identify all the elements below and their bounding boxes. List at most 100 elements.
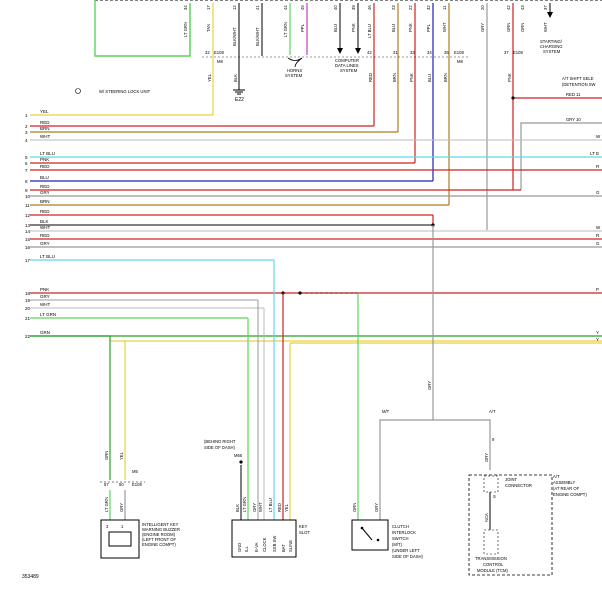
svg-text:CLUTCH: CLUTCH: [392, 524, 409, 529]
key-slot: (BEHIND RIGHT SIDE OF DASH) M65 BLK LT G…: [204, 439, 310, 558]
svg-text:BRN: BRN: [40, 199, 50, 204]
svg-text:GRY: GRY: [484, 453, 489, 462]
svg-text:BLK: BLK: [235, 504, 240, 512]
svg-text:INTERLOCK: INTERLOCK: [392, 530, 416, 535]
svg-text:W: W: [596, 225, 601, 230]
svg-text:57: 57: [104, 482, 109, 487]
svg-text:GRY: GRY: [480, 23, 485, 32]
computer-arrows-icon: [337, 48, 361, 54]
svg-text:22: 22: [25, 334, 31, 339]
computer-label-2: DATA LINES: [335, 63, 359, 68]
key-slot-box: [231, 519, 297, 558]
svg-text:42: 42: [367, 50, 372, 55]
svg-text:(AT REAR OF: (AT REAR OF: [553, 486, 580, 491]
svg-text:E108: E108: [513, 50, 523, 55]
svg-text:GRN: GRN: [520, 23, 525, 32]
svg-text:GRN: GRN: [40, 330, 50, 335]
svg-text:3: 3: [106, 524, 109, 529]
svg-text:CONTROL: CONTROL: [483, 562, 504, 567]
at-shift-pin-red: RED 11: [566, 92, 581, 97]
svg-text:R: R: [596, 233, 600, 238]
svg-text:BLK: BLK: [40, 219, 49, 224]
svg-text:LT GRN: LT GRN: [183, 22, 188, 37]
svg-text:10: 10: [25, 194, 31, 199]
svg-text:BLU: BLU: [427, 74, 432, 82]
svg-text:WARNING BUZZER: WARNING BUZZER: [142, 527, 180, 532]
svg-text:M8: M8: [217, 59, 223, 64]
top-wire-stubs: [189, 3, 551, 230]
svg-text:31: 31: [393, 50, 398, 55]
svg-text:M5: M5: [132, 469, 138, 474]
svg-text:PNK: PNK: [507, 73, 512, 82]
svg-text:16: 16: [25, 245, 31, 250]
svg-text:TRANSMISSION: TRANSMISSION: [475, 556, 507, 561]
svg-text:LT BLU: LT BLU: [367, 24, 372, 38]
svg-text:20: 20: [480, 5, 485, 10]
svg-text:19: 19: [25, 298, 31, 303]
starting-arrow-icon: [547, 12, 553, 18]
svg-text:ILL: ILL: [244, 546, 249, 552]
svg-text:SIDE OF DASH): SIDE OF DASH): [392, 554, 424, 559]
svg-text:32: 32: [205, 50, 210, 55]
transmission-module: GRY 9 JOINT CONNECTOR A/T ASSEMBLY (AT R…: [468, 437, 587, 576]
svg-text:YEL: YEL: [284, 503, 289, 512]
svg-text:(UNDER LEFT: (UNDER LEFT: [392, 548, 420, 553]
svg-text:41: 41: [255, 5, 260, 10]
svg-text:RED: RED: [40, 233, 50, 238]
svg-text:NCA: NCA: [484, 513, 489, 522]
lock-unit-label: W/ STEERING LOCK UNIT: [99, 89, 151, 94]
svg-text:11: 11: [25, 203, 30, 208]
svg-text:PPL: PPL: [426, 23, 431, 32]
svg-text:WHT: WHT: [40, 302, 50, 307]
horns-label-2: SYSTEM: [285, 73, 303, 78]
svg-text:(M/T): (M/T): [392, 542, 403, 547]
svg-text:GND: GND: [237, 543, 242, 552]
svg-text:ENGINE COMPT): ENGINE COMPT): [553, 492, 587, 497]
svg-text:WHT: WHT: [543, 22, 548, 32]
at-shift-label: A/T SHIFT SELE: [562, 76, 594, 81]
svg-text:E108: E108: [132, 482, 142, 487]
svg-text:WHT: WHT: [40, 225, 50, 230]
svg-text:LT GRN: LT GRN: [242, 497, 247, 512]
svg-text:PNK: PNK: [351, 23, 356, 32]
svg-text:A/T: A/T: [553, 474, 560, 479]
right-edge-labels: W LT E R G W R G P Y Y: [590, 134, 601, 342]
svg-text:SWITCH: SWITCH: [392, 536, 409, 541]
svg-text:23: 23: [391, 5, 396, 10]
ground-symbol-icon: E22: [233, 70, 245, 103]
svg-text:1: 1: [121, 524, 124, 529]
svg-text:R: R: [596, 164, 600, 169]
svg-text:PPL: PPL: [300, 23, 305, 32]
svg-text:7: 7: [25, 168, 28, 173]
svg-text:37: 37: [543, 5, 548, 10]
svg-text:CLOCK: CLOCK: [262, 537, 267, 552]
svg-text:PNK: PNK: [40, 287, 49, 292]
svg-text:W: W: [596, 134, 601, 139]
svg-text:ASSEMBLY: ASSEMBLY: [553, 480, 575, 485]
svg-text:2: 2: [25, 124, 28, 129]
svg-text:9: 9: [25, 188, 28, 193]
svg-text:SSB SW: SSB SW: [272, 536, 277, 552]
top-pin-labels: 34 LT GRN 17 TAN 12 BLK/WHT 41 BLK/WHT 4…: [183, 5, 548, 46]
warning-buzzer: GRN YEL M5 57 50 E108 LT GRN GRY 3 1 INT…: [100, 451, 180, 559]
svg-text:LT BLU: LT BLU: [268, 498, 273, 512]
svg-text:4: 4: [25, 138, 28, 143]
svg-text:14: 14: [25, 229, 31, 234]
svg-text:44: 44: [283, 5, 288, 10]
at-shift-pin-gry: GRY 10: [566, 117, 581, 122]
svg-text:BRN: BRN: [392, 73, 397, 82]
svg-text:37: 37: [504, 50, 509, 55]
clutch-switch: M/T A/T GRY GRN GRY CLUTCH INTERLOCK SWI…: [351, 381, 496, 559]
svg-text:Y: Y: [596, 337, 599, 342]
svg-text:34: 34: [183, 5, 188, 10]
starting-label-2: CHARGING: [540, 44, 563, 49]
svg-text:35: 35: [444, 50, 449, 55]
svg-text:BLU: BLU: [40, 175, 49, 180]
svg-text:(ENGINE ROOM): (ENGINE ROOM): [142, 532, 176, 537]
svg-text:(BEHIND RIGHT: (BEHIND RIGHT: [204, 439, 236, 444]
horns-label: HORNS: [287, 68, 302, 73]
svg-text:15: 15: [25, 237, 31, 242]
svg-text:BLU: BLU: [391, 24, 396, 32]
